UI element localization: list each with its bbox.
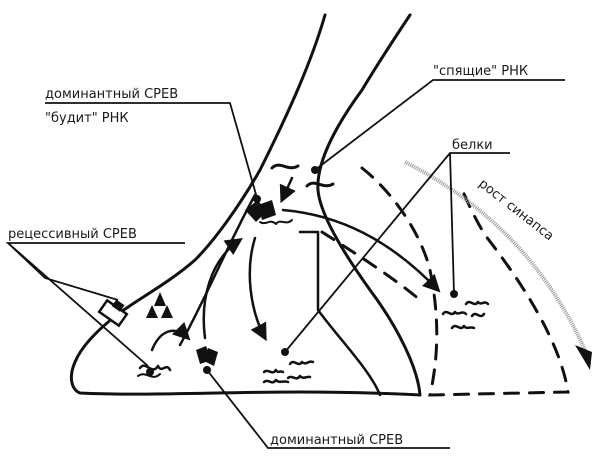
label-recessive-cpeb: рецессивный СРЕВ — [8, 227, 137, 242]
neuron-outline — [69, 13, 422, 397]
protein-squiggles-synapse — [441, 300, 490, 330]
label-wakes-rna: "будит" РНК — [45, 111, 129, 126]
arrow-up — [202, 238, 243, 340]
leader-dominant-top — [45, 102, 258, 199]
recessive-cpeb-icon — [97, 298, 129, 328]
label-proteins: белки — [452, 138, 493, 153]
triangle-cluster — [146, 292, 173, 318]
dominant-cpeb-bottom — [196, 346, 218, 366]
arrow-recessive-to-dominant — [150, 321, 191, 352]
recessive-cpeb-scribble — [137, 364, 172, 378]
growth-arrow-head — [575, 345, 592, 370]
arrow-rna-wake — [279, 176, 296, 204]
rna-squiggle-1 — [270, 163, 300, 170]
label-dominant-cpeb-top: доминантный СРЕВ — [45, 87, 178, 102]
leader-dot-dominant-top — [253, 195, 261, 203]
label-sleeping-rna: "спящие" РНК — [433, 64, 528, 79]
rna-squiggle-2 — [305, 181, 335, 188]
protein-squiggles-body — [262, 360, 315, 384]
spine-left-edge — [178, 193, 257, 347]
leader-proteins-synapse — [449, 152, 455, 295]
arrow-to-new-synapse — [281, 208, 441, 293]
leader-dot-dominant-bottom — [203, 366, 211, 374]
leader-sleeping-rna — [314, 79, 565, 171]
dominant-cpeb-aggregate-top — [245, 200, 293, 225]
new-synapse-inner-dash — [320, 230, 422, 302]
leader-recessive-tank — [7, 242, 119, 301]
leader-dot-sleeping-rna — [311, 166, 319, 174]
leader-dominant-bottom — [206, 369, 450, 449]
label-dominant-cpeb-bottom: доминантный СРЕВ — [270, 433, 403, 448]
leader-dot-proteins-body — [281, 348, 289, 356]
arrow-down — [248, 236, 267, 342]
leader-dot-proteins-synapse — [450, 290, 458, 298]
spine-wall — [298, 230, 382, 397]
new-synapse-outline — [360, 166, 570, 397]
label-synapse-growth: рост синапса — [476, 176, 557, 244]
